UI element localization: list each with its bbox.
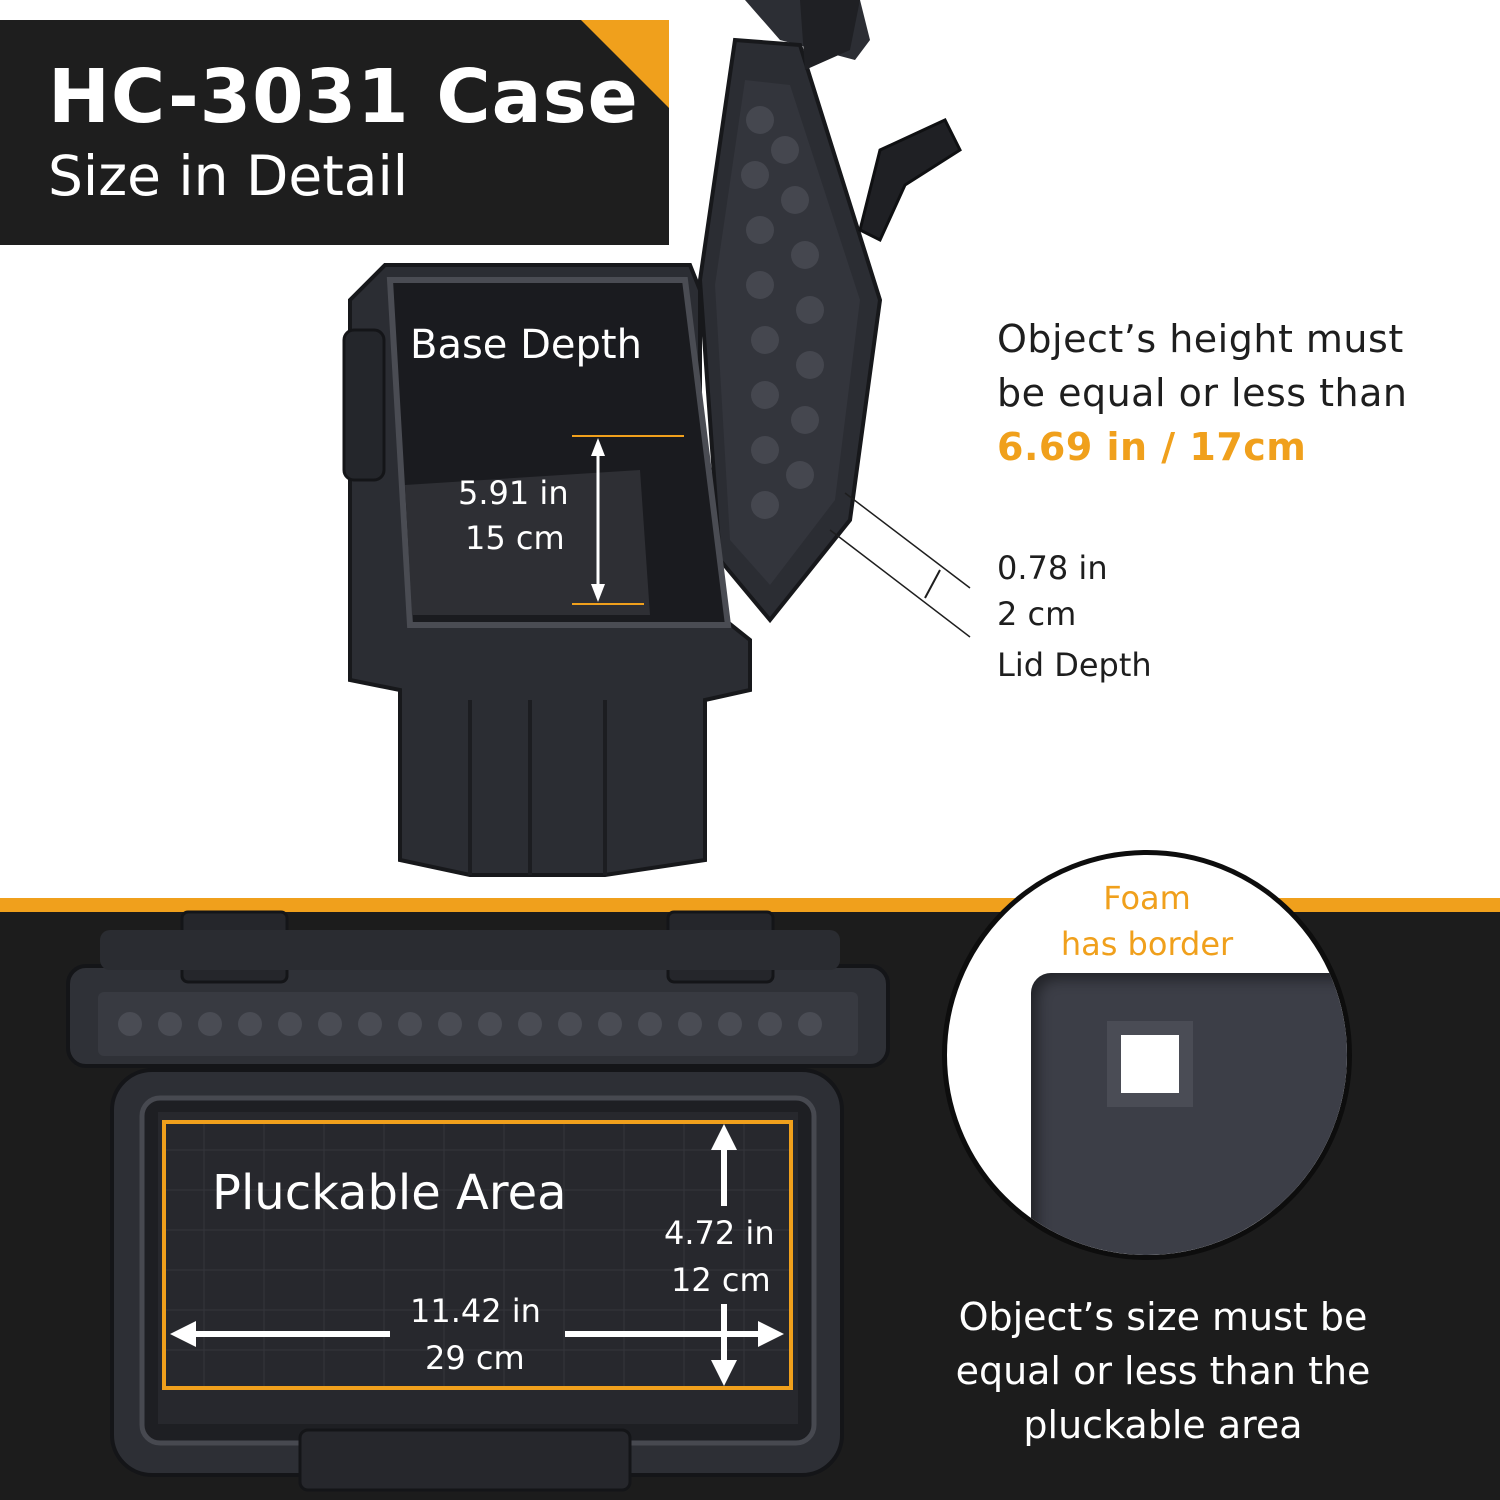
lid-depth-dimension [829,492,971,638]
product-title: HC-3031 Case [48,54,639,140]
base-depth-cm: 15 cm [465,519,565,557]
title-banner: HC-3031 Case Size in Detail [0,20,669,245]
base-depth-dimension [572,435,684,605]
lid-depth-inches: 0.78 in [997,549,1108,587]
pluckable-height-inches: 4.72 in [664,1214,775,1252]
height-requirement-note: Object’s height must be equal or less th… [997,312,1408,474]
height-note-line1: Object’s height must [997,317,1404,361]
height-note-value: 6.69 in / 17cm [997,425,1307,469]
lid-depth-cm: 2 cm [997,595,1077,633]
case-base-top [110,1068,844,1492]
size-requirement-note: Object’s size must be equal or less than… [918,1290,1408,1452]
open-case-illustration [342,0,971,877]
case-lid [697,0,962,624]
accent-corner [581,20,669,108]
size-note-line3: pluckable area [1023,1403,1303,1447]
foam-detail-circle: Foam has border [942,850,1352,1260]
pluckable-area-label: Pluckable Area [212,1165,567,1221]
pluckable-height-cm: 12 cm [671,1261,771,1299]
base-depth-label: Base Depth [410,322,642,368]
foam-label-line2: has border [1060,925,1234,963]
case-base [342,263,752,877]
pluckable-width-inches: 11.42 in [410,1292,541,1330]
case-lid-top [66,910,890,1068]
size-note-line1: Object’s size must be [958,1295,1368,1339]
foam-corner-closeup [1031,973,1347,1255]
foam-label-line1: Foam [1103,879,1191,917]
size-note-line2: equal or less than the [955,1349,1371,1393]
product-subtitle: Size in Detail [48,144,409,208]
top-view-case-illustration [66,910,890,1492]
foam-cutout [1107,1021,1193,1107]
height-note-line2: be equal or less than [997,371,1408,415]
base-depth-inches: 5.91 in [458,474,569,512]
pluckable-width-cm: 29 cm [425,1339,525,1377]
pluckable-area-outline [162,1120,793,1390]
lid-depth-label: Lid Depth [997,646,1152,684]
foam-border-label: Foam has border [947,875,1347,967]
pluckable-dimension-arrows [170,1124,784,1386]
